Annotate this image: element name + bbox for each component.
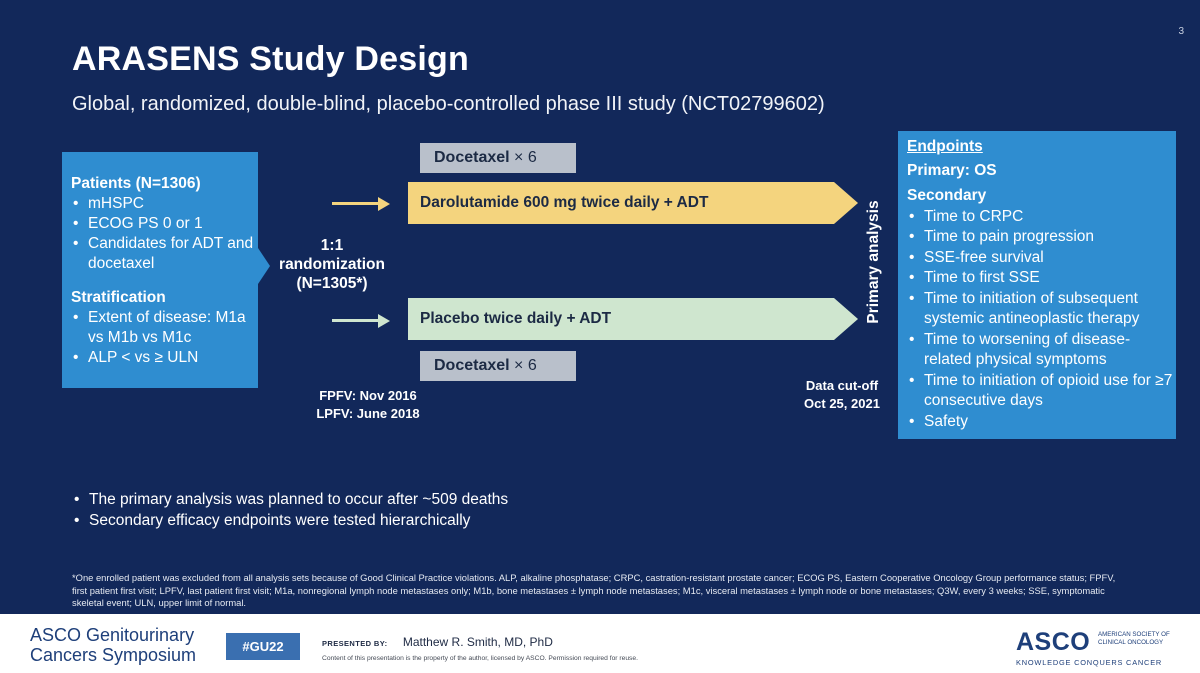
randomization-label: 1:1 randomization (N=1305*) xyxy=(262,236,402,293)
secondary-endpoint: Time to initiation of subsequent systemi… xyxy=(907,289,1176,330)
patients-arrow-icon xyxy=(258,248,270,284)
asco-tagline: KNOWLEDGE CONQUERS CANCER xyxy=(1016,658,1163,667)
primary-endpoint: Primary: OS xyxy=(907,161,997,179)
enrollment-dates: FPFV: Nov 2016 LPFV: June 2018 xyxy=(304,387,432,423)
asco-full-name: AMERICAN SOCIETY OF CLINICAL ONCOLOGY xyxy=(1098,631,1170,646)
docetaxel-bottom-label: Docetaxel xyxy=(434,357,510,374)
darolutamide-arm: Darolutamide 600 mg twice daily + ADT xyxy=(408,182,858,224)
secondary-endpoint: Safety xyxy=(907,412,1176,433)
endpoints-title: Endpoints xyxy=(907,138,983,155)
presenter-name: Matthew R. Smith, MD, PhD xyxy=(402,635,553,649)
notes-list: The primary analysis was planned to occu… xyxy=(72,489,508,531)
footnote: *One enrolled patient was excluded from … xyxy=(72,572,1116,608)
docetaxel-bottom-suffix: × 6 xyxy=(514,357,537,374)
bottom-arm-connector xyxy=(332,319,380,322)
patients-box: Patients (N=1306) mHSPC ECOG PS 0 or 1 C… xyxy=(62,152,258,388)
disclaimer: Content of this presentation is the prop… xyxy=(322,655,638,662)
secondary-endpoint: SSE-free survival xyxy=(907,248,1176,269)
secondary-endpoint: Time to initiation of opioid use for ≥7 … xyxy=(907,371,1176,412)
presented-by-label: PRESENTED BY: xyxy=(322,639,388,648)
slide-number: 3 xyxy=(1178,26,1184,37)
darolutamide-arm-body xyxy=(408,182,834,224)
randomization-word: randomization xyxy=(279,256,385,273)
slide: 3 ARASENS Study Design Global, randomize… xyxy=(0,0,1200,614)
data-cutoff: Data cut-off Oct 25, 2021 xyxy=(794,377,890,413)
secondary-endpoint: Time to first SSE xyxy=(907,268,1176,289)
endpoints-box: Endpoints Primary: OS Secondary Time to … xyxy=(898,131,1176,439)
bottom-arm-arrow-icon xyxy=(378,313,390,328)
docetaxel-bottom: Docetaxel × 6 xyxy=(420,351,576,381)
patients-item: mHSPC xyxy=(71,194,258,214)
top-arm-connector xyxy=(332,202,380,205)
note-item: Secondary efficacy endpoints were tested… xyxy=(72,510,508,531)
patients-heading: Patients (N=1306) xyxy=(71,175,201,192)
randomization-ratio: 1:1 xyxy=(320,237,344,254)
notes: The primary analysis was planned to occu… xyxy=(72,489,508,531)
cutoff-date: Oct 25, 2021 xyxy=(804,396,880,411)
darolutamide-arm-label: Darolutamide 600 mg twice daily + ADT xyxy=(420,194,709,211)
docetaxel-top-suffix: × 6 xyxy=(514,149,537,166)
symposium-brand: ASCO Genitourinary Cancers Symposium xyxy=(30,625,196,665)
patients-list: mHSPC ECOG PS 0 or 1 Candidates for ADT … xyxy=(71,194,258,274)
cutoff-label: Data cut-off xyxy=(805,378,879,393)
secondary-endpoints-list: Time to CRPC Time to pain progression SS… xyxy=(907,207,1176,433)
presenter-info: PRESENTED BY: Matthew R. Smith, MD, PhD xyxy=(322,635,553,649)
slide-subtitle: Global, randomized, double-blind, placeb… xyxy=(72,93,825,115)
fpfv-date: FPFV: Nov 2016 xyxy=(319,388,417,403)
stratification-item: Extent of disease: M1a vs M1b vs M1c xyxy=(71,308,258,348)
slide-title: ARASENS Study Design xyxy=(72,40,469,78)
placebo-arm-body xyxy=(408,298,834,340)
stratification-item: ALP < vs ≥ ULN xyxy=(71,348,258,368)
note-item: The primary analysis was planned to occu… xyxy=(72,489,508,510)
patients-item: ECOG PS 0 or 1 xyxy=(71,214,258,234)
secondary-endpoint: Time to worsening of disease-related phy… xyxy=(907,330,1176,371)
lpfv-date: LPFV: June 2018 xyxy=(316,406,420,421)
asco-logo: ASCO xyxy=(1016,628,1091,656)
stratification-list: Extent of disease: M1a vs M1b vs M1c ALP… xyxy=(71,308,258,368)
placebo-arm-tip-icon xyxy=(834,298,858,340)
darolutamide-arm-tip-icon xyxy=(834,182,858,224)
docetaxel-top: Docetaxel × 6 xyxy=(420,143,576,173)
secondary-endpoint: Time to CRPC xyxy=(907,207,1176,228)
primary-analysis-text: Primary analysis xyxy=(865,200,882,324)
top-arm-arrow-icon xyxy=(378,196,390,211)
randomization-count: (N=1305*) xyxy=(296,275,368,292)
symposium-brand-line2: Cancers Symposium xyxy=(30,645,197,665)
secondary-endpoint: Time to pain progression xyxy=(907,227,1176,248)
footer: ASCO Genitourinary Cancers Symposium #GU… xyxy=(0,614,1200,673)
symposium-brand-line1: ASCO Genitourinary xyxy=(30,625,195,645)
hashtag-badge: #GU22 xyxy=(226,633,300,660)
placebo-arm: Placebo twice daily + ADT xyxy=(408,298,858,340)
placebo-arm-label: Placebo twice daily + ADT xyxy=(420,310,612,327)
stratification-heading: Stratification xyxy=(71,289,166,306)
patients-item: Candidates for ADT and docetaxel xyxy=(71,234,258,274)
docetaxel-top-label: Docetaxel xyxy=(434,149,510,166)
secondary-heading: Secondary xyxy=(907,187,987,204)
